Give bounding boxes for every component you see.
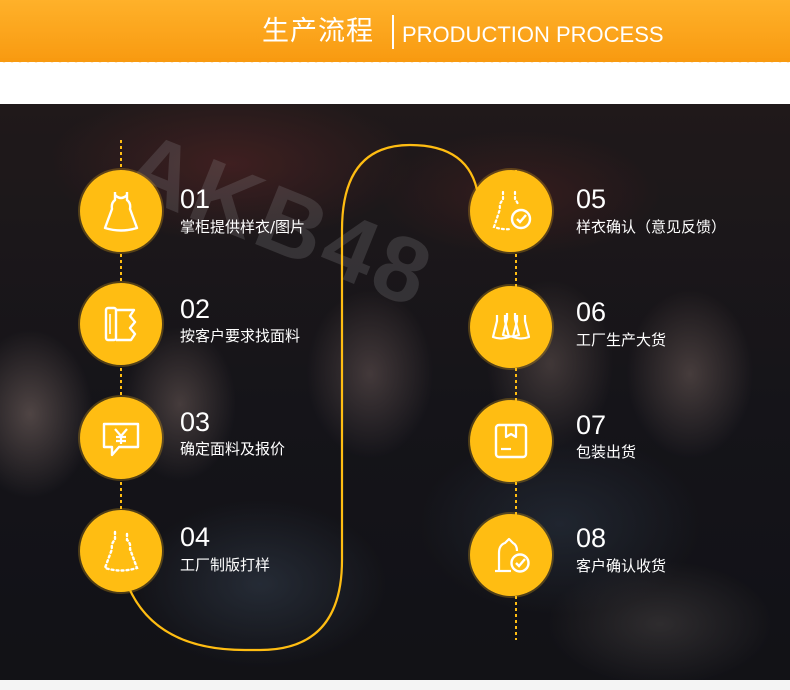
step-6-label: 工厂生产大货 [576, 331, 667, 349]
step-1-icon-circle [80, 170, 162, 252]
step-4-number: 04 [180, 522, 211, 552]
bottom-strip [0, 680, 790, 690]
step-6-number: 06 [576, 297, 607, 327]
step-1-label: 掌柜提供样衣/图片 [180, 218, 306, 236]
banner-divider [392, 15, 394, 49]
step-7-number: 07 [576, 410, 607, 440]
price-yen-icon [102, 422, 140, 457]
bulk-production-icon [491, 313, 531, 340]
step-2-icon-circle [80, 283, 162, 365]
step-5-label: 样衣确认（意见反馈） [576, 218, 727, 236]
fabric-roll-icon [104, 306, 137, 342]
step-7-label: 包装出货 [576, 443, 637, 461]
step-6-icon-circle [470, 286, 552, 368]
step-5-number: 05 [576, 184, 607, 214]
step-7-icon-circle [470, 400, 552, 482]
banner-scallop-edge [0, 58, 790, 66]
step-3-label: 确定面料及报价 [180, 440, 286, 458]
step-4-icon-circle [80, 510, 162, 592]
step-5-icon-circle [470, 170, 552, 252]
package-icon [494, 423, 528, 459]
header-banner: 生产流程 PRODUCTION PROCESS [0, 0, 790, 62]
banner-title-cn: 生产流程 [262, 16, 374, 47]
step-8-icon-circle [470, 514, 552, 596]
step-1-number: 01 [180, 184, 211, 214]
dotted-dress-icon [103, 530, 139, 572]
step-8-label: 客户确认收货 [576, 557, 667, 575]
step-2-number: 02 [180, 294, 211, 324]
receive-check-icon [495, 537, 530, 573]
step-3-number: 03 [180, 407, 211, 437]
step-2-label: 按客户要求找面料 [180, 327, 301, 345]
step-8-number: 08 [576, 523, 607, 553]
step-4-label: 工厂制版打样 [180, 556, 271, 574]
dress-icon [103, 192, 139, 232]
banner-title-en: PRODUCTION PROCESS [402, 22, 664, 47]
step-3-icon-circle [80, 397, 162, 479]
dress-check-icon [492, 190, 532, 231]
